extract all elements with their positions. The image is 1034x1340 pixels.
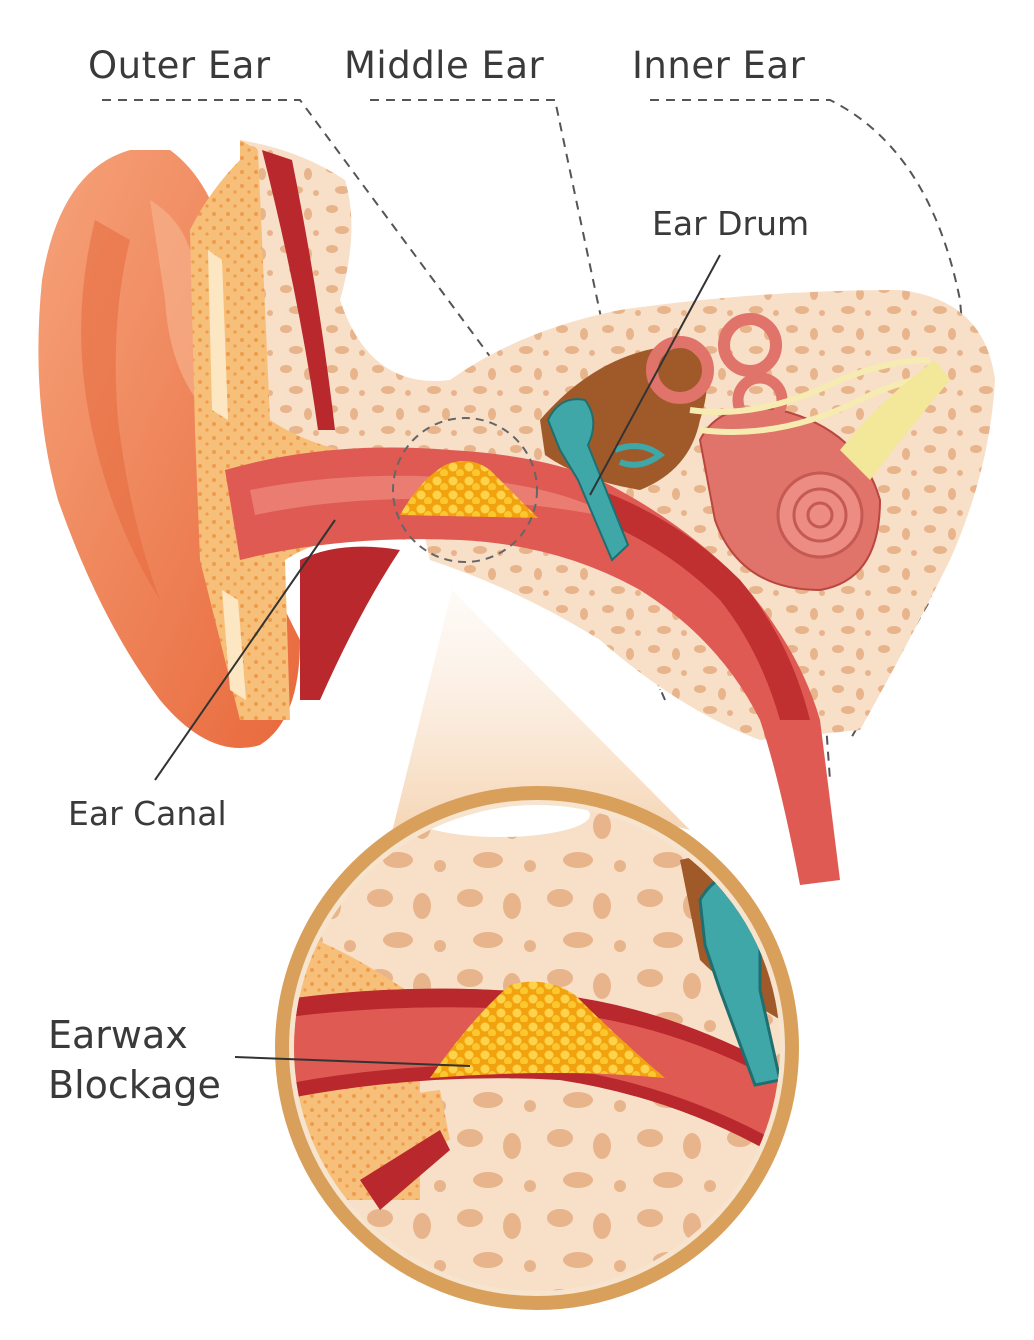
- outer-ear-label: Outer Ear: [88, 44, 271, 87]
- magnify-marker: [392, 417, 538, 563]
- ear-canal-leader: [154, 519, 336, 781]
- ear-drum-ossicle: [546, 398, 630, 562]
- earwax-label-line2: Blockage: [48, 1063, 221, 1107]
- earwax-label-line1: Earwax: [48, 1013, 188, 1057]
- earwax-deposit: [400, 461, 538, 518]
- magnifier-lens: [275, 786, 799, 1310]
- magnifier-cone: [390, 590, 690, 840]
- auricle: [38, 140, 410, 748]
- inner-ear-cochlea: [646, 313, 950, 592]
- ear-drum-leader: [589, 254, 721, 496]
- auditory-nerve: [840, 360, 950, 480]
- inner-ear-bracket: [650, 99, 972, 741]
- eustachian-muscle: [600, 490, 810, 720]
- stapes: [613, 443, 666, 468]
- earwax-blockage-label: Earwax Blockage: [48, 1010, 221, 1110]
- earwax-leader: [234, 1056, 471, 1067]
- ear-drum-label: Ear Drum: [652, 204, 810, 243]
- middle-ear-label: Middle Ear: [344, 44, 545, 87]
- earwax-zoomed: [430, 981, 665, 1078]
- inner-ear-label: Inner Ear: [632, 44, 806, 87]
- outer-ear-bracket: [102, 99, 501, 371]
- ear-canal-label: Ear Canal: [68, 794, 227, 833]
